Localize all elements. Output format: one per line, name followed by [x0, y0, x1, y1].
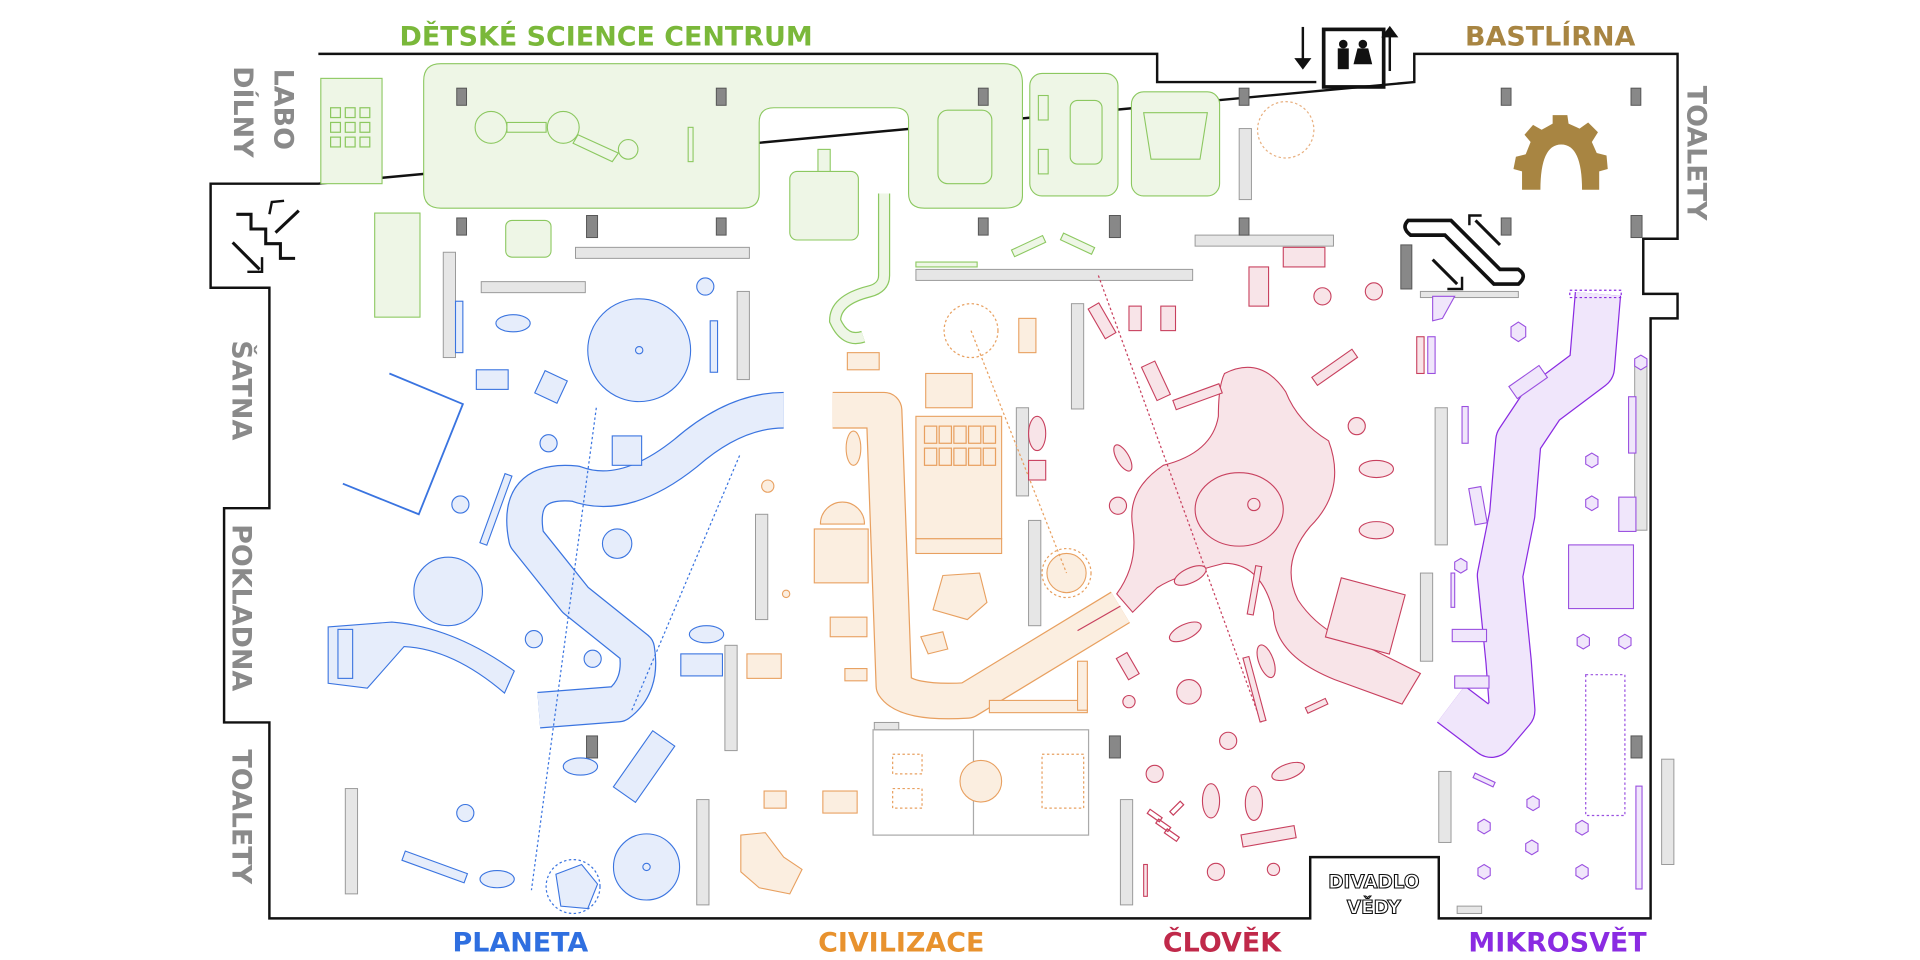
label-toalety-right: TOALETY	[1680, 86, 1711, 221]
zone-label-kids-center[interactable]: DĚTSKÉ SCIENCE CENTRUM	[400, 20, 813, 52]
theatre-label-line1: DIVADLO	[1328, 872, 1419, 893]
divadlo-vedy[interactable]: DIVADLO VĚDY	[1328, 871, 1420, 919]
kids-center-area	[320, 63, 1315, 345]
label-dilny: DÍLNY	[227, 66, 259, 158]
clovek-area	[1028, 246, 1425, 897]
zone-label-clovek[interactable]: ČLOVĚK	[1163, 926, 1282, 958]
planeta-area	[327, 277, 785, 915]
theatre-label-line2: VĚDY	[1347, 896, 1402, 918]
zone-label-bastlirna[interactable]: BASTLÍRNA	[1465, 20, 1636, 52]
gear-icon	[1513, 115, 1608, 190]
label-satna: ŠATNA	[226, 340, 258, 440]
zone-label-planeta[interactable]: PLANETA	[453, 927, 589, 958]
label-toalety-left: TOALETY	[226, 749, 257, 884]
stairs-icon	[231, 199, 300, 274]
building-outline	[209, 52, 1679, 920]
zone-label-mikrosvet[interactable]: MIKROSVĚT	[1468, 926, 1647, 958]
mikrosvet-area	[1427, 289, 1648, 890]
zone-label-civilizace[interactable]: CIVILIZACE	[818, 927, 984, 958]
label-labo: LABO	[267, 69, 298, 150]
elevator-icon	[1294, 25, 1399, 89]
escalator-icon	[1403, 214, 1526, 291]
label-pokladna: POKLADNA	[226, 524, 257, 691]
civilizace-area	[740, 303, 1130, 895]
